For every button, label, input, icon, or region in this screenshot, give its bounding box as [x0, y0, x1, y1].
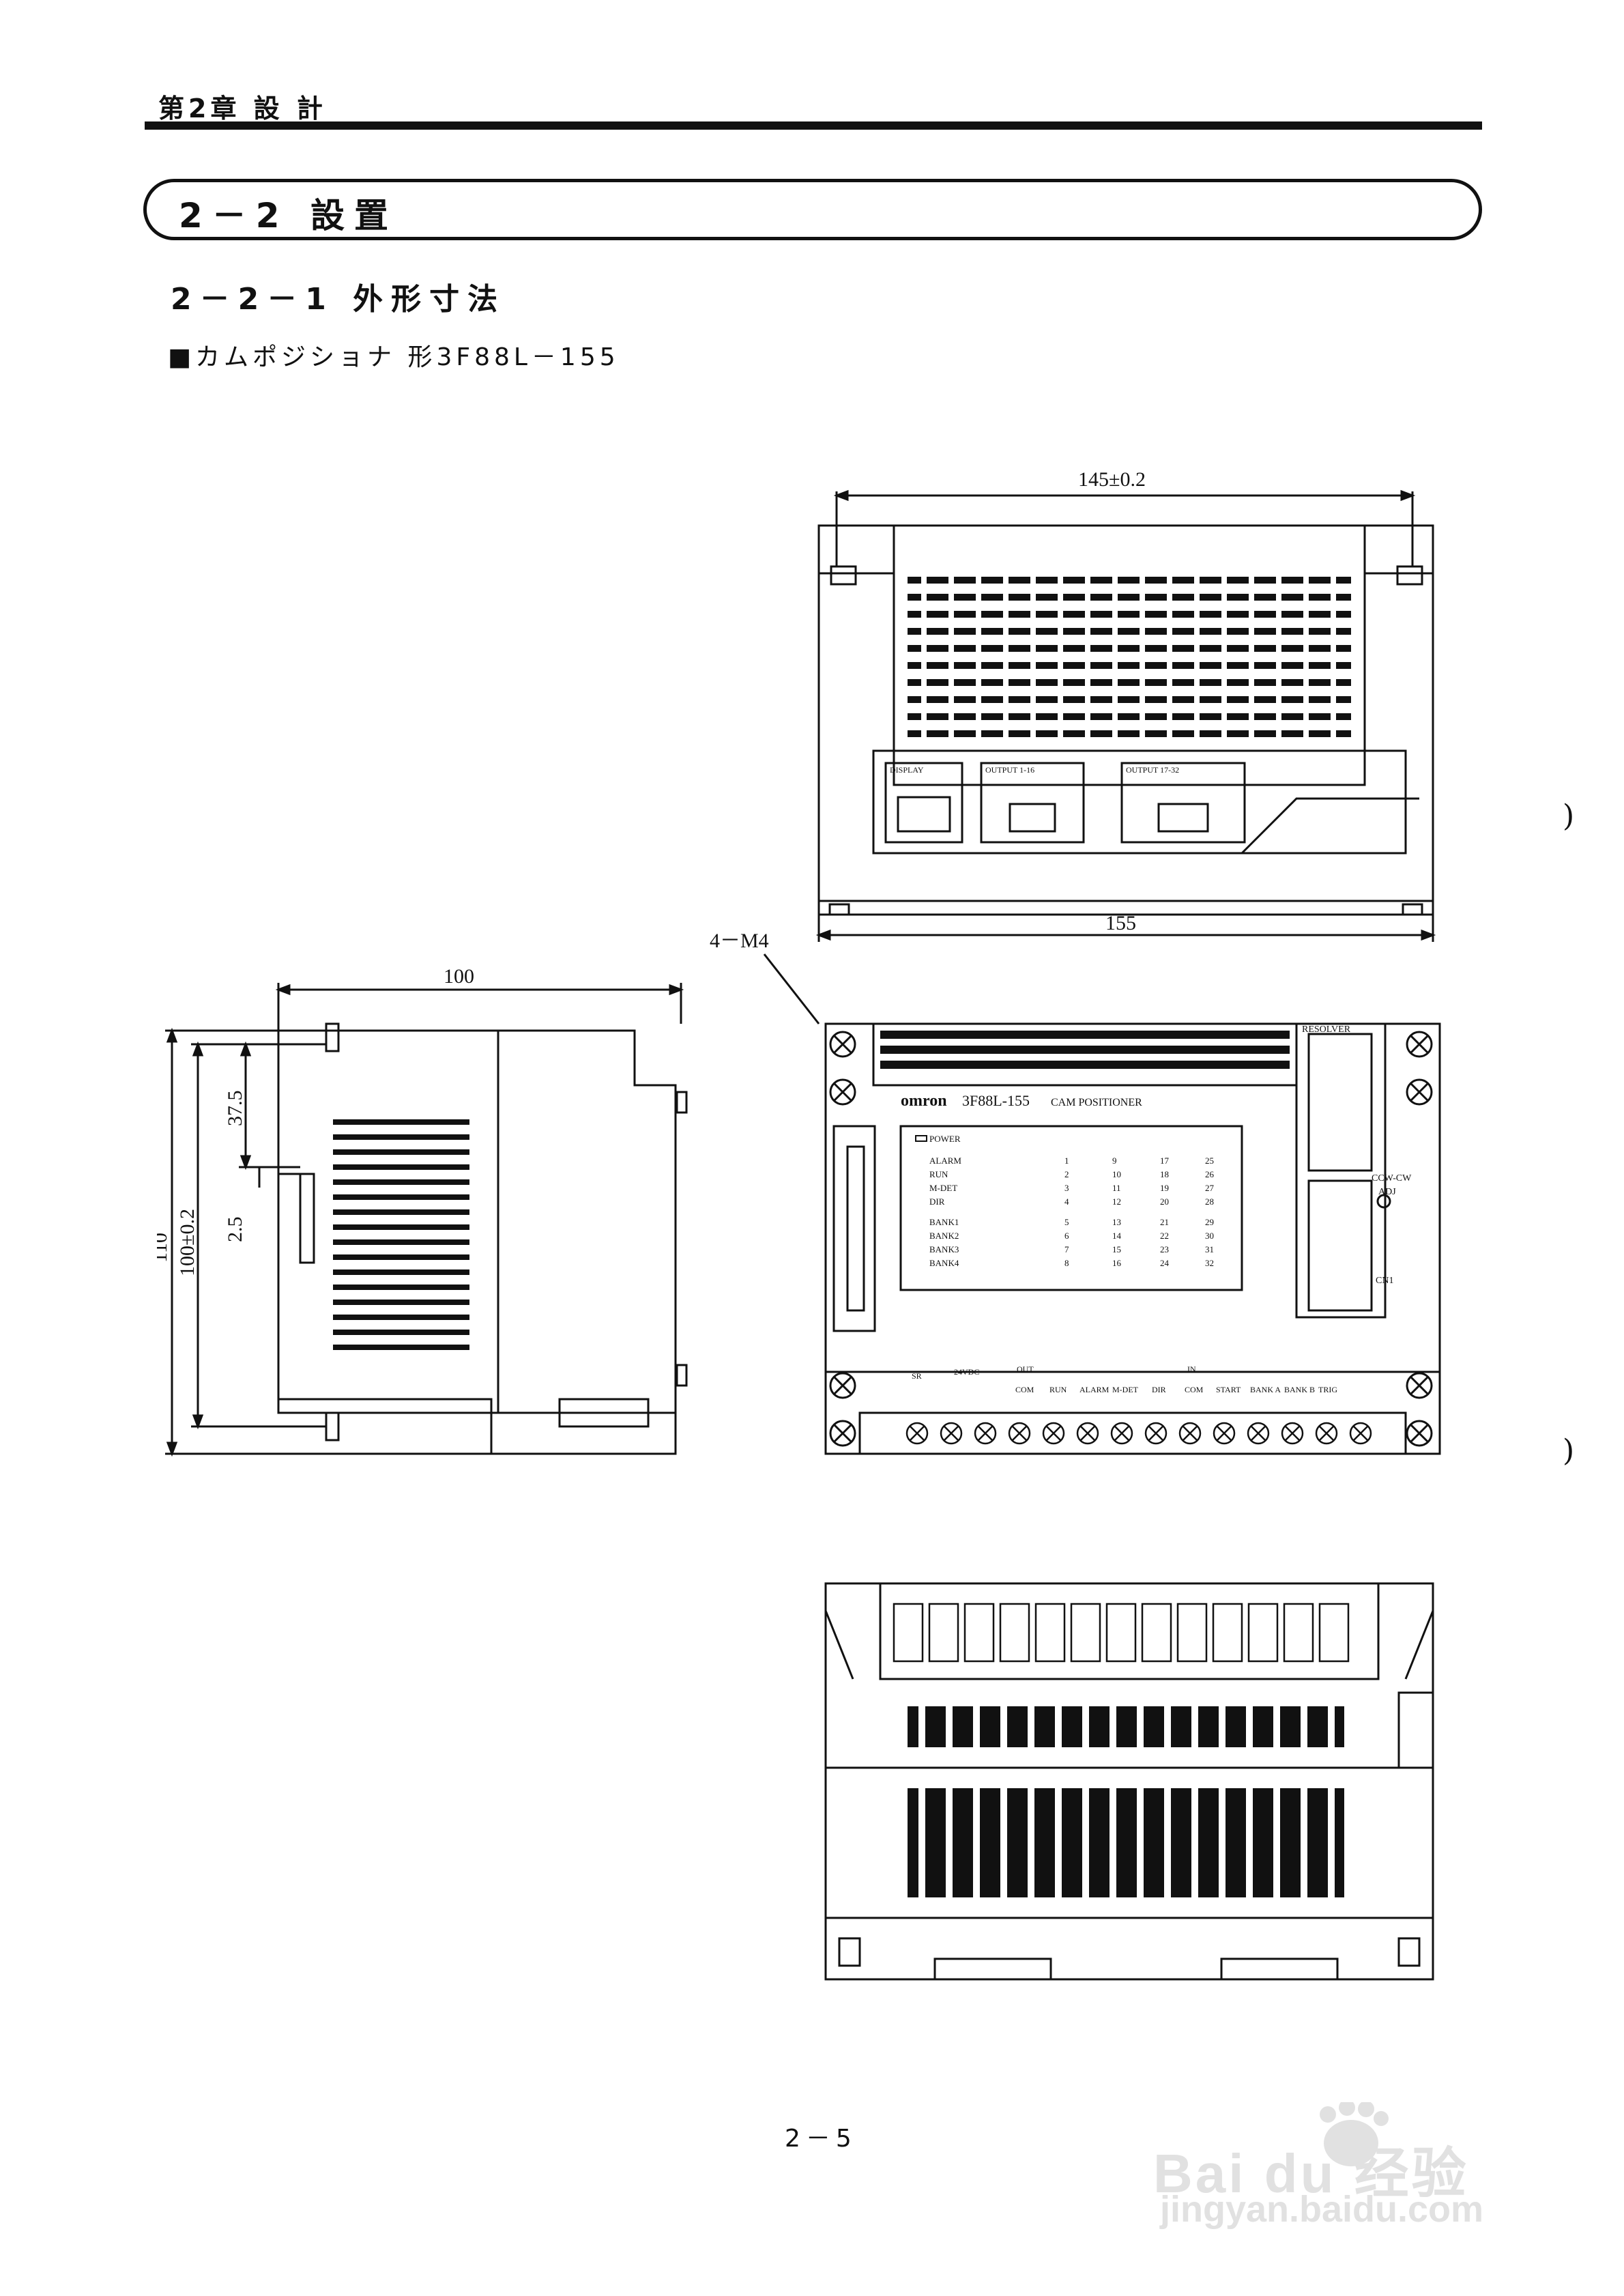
- led-label-output: 14: [1112, 1231, 1122, 1241]
- terminal-label: TRIG: [1318, 1385, 1337, 1394]
- led-label-output: 24: [1160, 1258, 1170, 1268]
- led-label-status: BANK3: [929, 1244, 959, 1254]
- section-title: 2－2 設置: [179, 196, 398, 235]
- led-label-output: 18: [1160, 1169, 1169, 1179]
- led-label-output: 20: [1160, 1196, 1169, 1207]
- brand-logo: omron: [901, 1092, 947, 1110]
- callout-leader: [763, 953, 820, 1024]
- led-label-output: 23: [1160, 1244, 1169, 1254]
- baidu-watermark-logo: Bai du 经验: [1153, 2099, 1549, 2204]
- cn1-label: CN1: [1376, 1276, 1393, 1286]
- led-label-output: 31: [1205, 1244, 1214, 1254]
- chapter-header: 第2章 設 計: [158, 94, 327, 124]
- led-label-output: 5: [1064, 1217, 1069, 1227]
- terminal-label: COM: [1015, 1385, 1034, 1394]
- led-label-output: 8: [1064, 1258, 1069, 1268]
- led-label-output: 3: [1064, 1183, 1069, 1193]
- header-rule: [145, 121, 1482, 130]
- terminal-label: ALARM: [1079, 1385, 1110, 1394]
- led-label-output: 6: [1064, 1231, 1069, 1241]
- page-number: 2－5: [785, 2125, 857, 2153]
- bottom-view-drawing: [824, 1582, 1434, 1981]
- out-group-label: OUT: [1017, 1364, 1034, 1374]
- led-label-output: 10: [1112, 1169, 1121, 1179]
- margin-mark: ): [1563, 799, 1575, 833]
- terminal-label: RUN: [1049, 1385, 1067, 1394]
- led-label-output: 1: [1064, 1156, 1069, 1166]
- led-label-output: 25: [1205, 1156, 1214, 1166]
- model-description: CAM POSITIONER: [1051, 1097, 1142, 1108]
- led-label-output: 16: [1112, 1258, 1122, 1268]
- led-label-output: 11: [1112, 1183, 1121, 1193]
- ccw-cw-label: CCW-CW: [1372, 1173, 1412, 1183]
- connector-label: DISPLAY: [890, 765, 924, 775]
- led-label-output: 7: [1064, 1244, 1069, 1254]
- dimension-slot: 2.5: [224, 1217, 246, 1243]
- terminal-label: BANK A: [1250, 1385, 1281, 1394]
- in-group-label: IN: [1187, 1364, 1196, 1374]
- dimension-overall-width: 155: [1105, 912, 1136, 934]
- paw-icon: [1320, 2099, 1389, 2166]
- resolver-label: RESOLVER: [1302, 1024, 1351, 1035]
- led-label-output: 22: [1160, 1231, 1169, 1241]
- terminal-label: BANK B: [1284, 1385, 1315, 1394]
- led-label-output: 17: [1160, 1156, 1170, 1166]
- terminal-label: START: [1216, 1385, 1241, 1394]
- front-view-drawing: 4－M4 omron 3F88L-155 CAM POSITIONER RESO…: [710, 930, 1441, 1455]
- led-label-status: M-DET: [929, 1183, 957, 1193]
- led-label-output: 29: [1205, 1217, 1214, 1227]
- led-label-output: 30: [1205, 1231, 1214, 1241]
- led-label-output: 21: [1160, 1217, 1169, 1227]
- led-label-output: 12: [1112, 1196, 1121, 1207]
- terminal-label: COM: [1185, 1385, 1204, 1394]
- led-label-output: 28: [1205, 1196, 1214, 1207]
- led-label-status: DIR: [929, 1196, 945, 1207]
- terminal-label: M-DET: [1112, 1385, 1139, 1394]
- side-view-drawing: 100 110 100±0.2 37.5 2.5: [157, 965, 688, 1457]
- led-label-status: RUN: [929, 1169, 948, 1179]
- sr-label: SR: [912, 1371, 922, 1381]
- screw-callout: 4－M4: [710, 930, 769, 952]
- dimension-width: 145±0.2: [1078, 468, 1146, 491]
- subsection-title: 2－2－1 外形寸法: [171, 282, 506, 317]
- model-number: 3F88L-155: [962, 1092, 1030, 1109]
- section-heading-box: [143, 179, 1482, 240]
- led-label-status: BANK4: [929, 1258, 959, 1268]
- voltage-label: 24VDC: [954, 1367, 979, 1377]
- led-label-status: BANK1: [929, 1217, 959, 1227]
- led-label-output: 19: [1160, 1183, 1169, 1193]
- led-label-status: BANK2: [929, 1231, 959, 1241]
- dimension-depth: 100: [444, 965, 474, 988]
- led-label-output: 9: [1112, 1156, 1117, 1166]
- watermark-url: jingyan.baidu.com: [1160, 2189, 1484, 2230]
- watermark-logo-text: Bai du 经验: [1153, 2143, 1469, 2204]
- terminal-label: DIR: [1152, 1385, 1166, 1394]
- dimension-mount-height: 100±0.2: [176, 1209, 199, 1276]
- led-label-output: 2: [1064, 1169, 1069, 1179]
- dimension-top-offset: 37.5: [224, 1091, 246, 1127]
- dimension-height: 110: [157, 1233, 171, 1263]
- product-model-line: ■カムポジショナ 形3F88L－155: [168, 343, 620, 371]
- led-label-output: 27: [1205, 1183, 1215, 1193]
- top-view-drawing: DISPLAY OUTPUT 1-16 OUTPUT 17-32 145±0.2…: [815, 468, 1436, 942]
- led-label-output: 26: [1205, 1169, 1215, 1179]
- connector-label: OUTPUT 17-32: [1126, 765, 1179, 775]
- connector-label: OUTPUT 1-16: [985, 765, 1034, 775]
- led-label-status: ALARM: [929, 1156, 961, 1166]
- led-label-output: 32: [1205, 1258, 1214, 1268]
- led-label-output: 13: [1112, 1217, 1121, 1227]
- led-label-output: 15: [1112, 1244, 1121, 1254]
- led-label-output: 4: [1064, 1196, 1069, 1207]
- margin-mark: ): [1563, 1433, 1575, 1468]
- adj-label: ADJ: [1378, 1187, 1396, 1197]
- led-label-power: POWER: [929, 1134, 961, 1144]
